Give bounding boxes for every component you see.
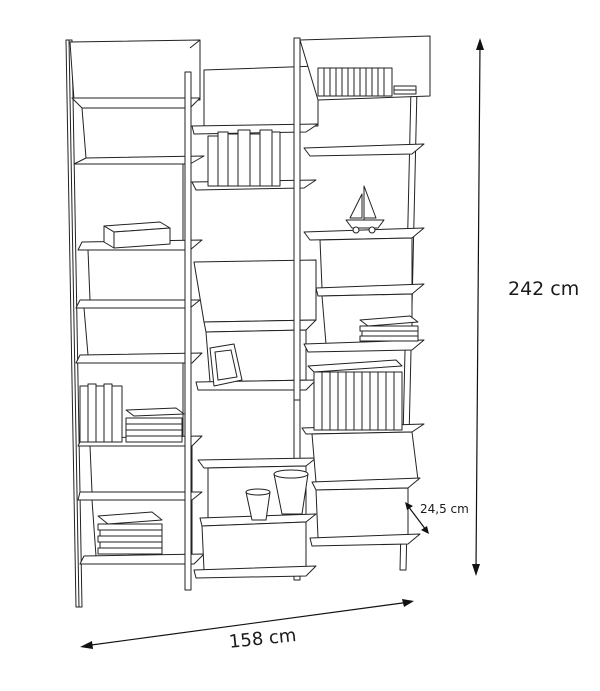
right-book-stack (359, 315, 419, 342)
height-label: 242 cm (508, 278, 580, 300)
left-box-3 (87, 249, 191, 301)
middle-column (184, 65, 319, 591)
right-shelf-1 (303, 143, 425, 157)
right-box-5 (315, 487, 409, 539)
right-binders (307, 359, 403, 431)
middle-box-5 (201, 521, 307, 571)
right-column (293, 35, 431, 571)
waste-bins (245, 469, 309, 521)
left-shelf-3 (75, 352, 203, 364)
left-shelf-5 (79, 553, 205, 565)
middle-top-box (203, 65, 319, 131)
left-top-box (69, 39, 201, 101)
right-shelf-3 (303, 339, 425, 353)
right-box-2 (319, 237, 413, 289)
height-dimension-line (472, 38, 484, 576)
width-dimension-line (80, 599, 414, 649)
picture-frame (209, 343, 243, 387)
right-box-4 (311, 431, 419, 483)
right-front-upright (293, 37, 301, 401)
left-column (65, 39, 205, 608)
depth-label: 24,5 cm (420, 502, 469, 516)
middle-front-upright (184, 71, 192, 591)
sailboat-ornament (345, 185, 385, 234)
right-top-books (317, 67, 417, 97)
left-box-4 (83, 307, 191, 356)
right-shelf-5 (309, 533, 421, 547)
left-book-stack (97, 511, 163, 555)
left-upright-books (79, 383, 185, 443)
depth-dimension-line (405, 502, 429, 534)
left-box-5 (89, 445, 193, 493)
middle-upright-books (207, 129, 281, 187)
left-box-2 (81, 107, 191, 159)
middle-shelf-4 (193, 565, 317, 579)
